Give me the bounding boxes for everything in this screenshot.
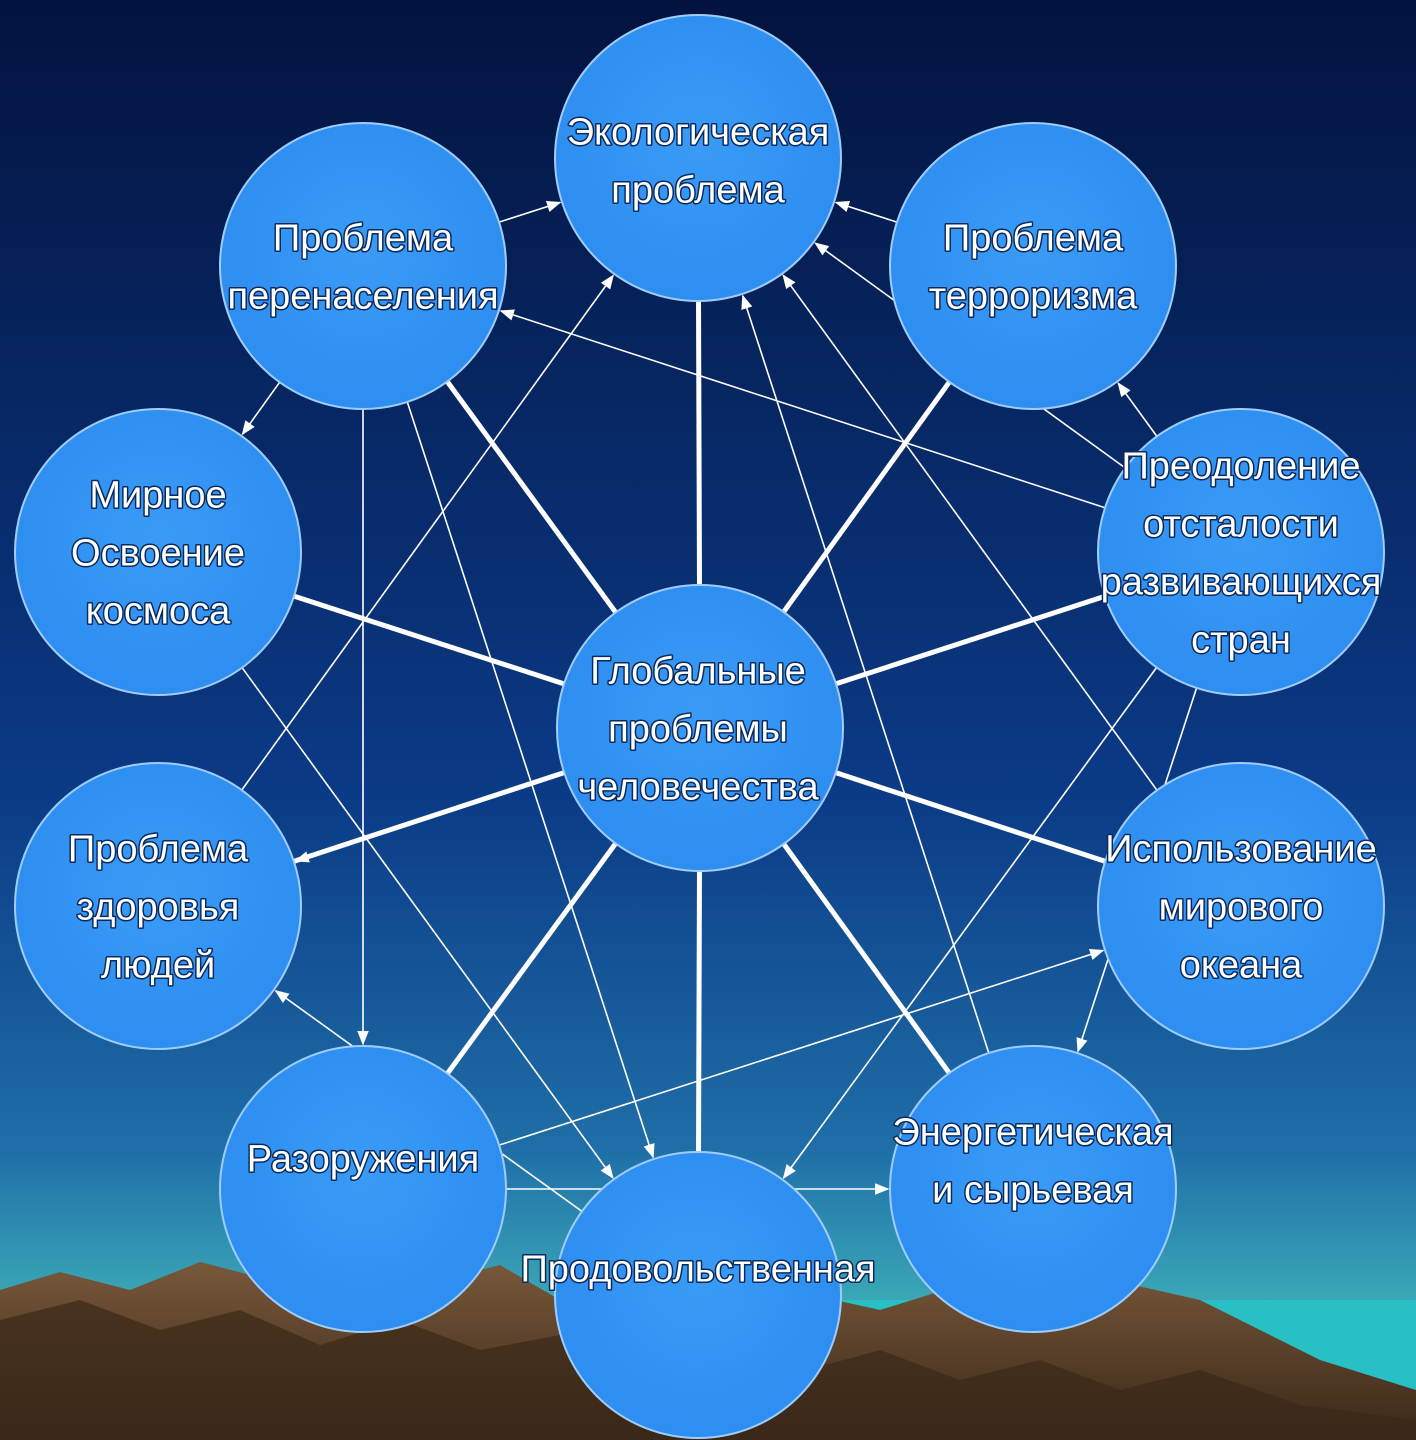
node-health-line: Проблема	[68, 828, 249, 870]
node-space-line: Освоение	[71, 532, 245, 574]
spoke-center-to-energy	[779, 839, 954, 1078]
node-circle-ocean	[1097, 762, 1385, 1050]
node-space-line: космоса	[86, 590, 231, 632]
node-label-terror: Проблема терроризма	[929, 217, 1138, 317]
node-label-health: Проблема здоровья людей	[68, 828, 249, 986]
node-food-line: Продовольственная	[520, 1248, 875, 1290]
node-space-line: Мирное	[89, 474, 226, 516]
link-arrow-overpop-to-ecology	[498, 200, 562, 223]
link-arrow-develop-to-terror	[1117, 382, 1158, 437]
node-circle-overpop	[219, 122, 507, 410]
center-line: человечества	[577, 766, 819, 808]
spoke-center-to-disarm	[442, 838, 621, 1079]
node-label-develop: Преодоление отсталости развивающихся стран	[1101, 445, 1382, 661]
node-circle-space	[14, 408, 302, 696]
node-terror-line: Проблема	[943, 217, 1124, 259]
link-arrow-disarm-to-ocean	[498, 948, 1105, 1146]
node-label-energy: Энергетическая и сырьевая	[892, 1111, 1173, 1211]
link-arrow-terror-to-ecology	[834, 200, 898, 223]
node-circle-ecology	[554, 14, 842, 302]
center-label: Глобальные проблемы человечества	[577, 650, 819, 808]
spoke-center-to-develop	[831, 592, 1110, 688]
node-terror-line: терроризма	[929, 275, 1138, 317]
node-ocean-line: Использование	[1105, 828, 1377, 870]
node-disarm-line: Разоружения	[247, 1138, 479, 1180]
node-health-line: здоровья	[77, 886, 240, 928]
spoke-center-to-health	[289, 769, 569, 865]
center-line: Глобальные	[590, 650, 806, 692]
node-energy-line: Энергетическая	[892, 1111, 1173, 1153]
spoke-center-to-terror	[779, 377, 954, 617]
node-circle-terror	[889, 122, 1177, 410]
center-line: проблемы	[608, 708, 788, 750]
node-label-ocean: Использование мирового океана	[1105, 828, 1377, 986]
spoke-center-to-overpop	[442, 376, 621, 618]
link-arrow-overpop-to-space	[241, 381, 281, 436]
node-ecology-line: Экологическая	[567, 111, 830, 153]
spoke-center-to-space	[289, 592, 569, 688]
node-ecology-line: проблема	[611, 169, 785, 211]
node-energy-line: и сырьевая	[932, 1169, 1134, 1211]
node-health-line: людей	[101, 944, 215, 986]
spoke-center-to-food	[696, 866, 702, 1157]
node-overpop-line: перенаселения	[227, 275, 498, 317]
node-circle-health	[14, 762, 302, 1050]
node-label-overpop: Проблема перенаселения	[227, 217, 498, 317]
link-arrow-health-to-ecology	[241, 274, 614, 791]
spoke-center-to-ecology	[696, 296, 702, 590]
node-circle-food	[554, 1151, 842, 1439]
node-circle-develop	[1097, 408, 1385, 696]
spoke-center-to-ocean	[831, 769, 1110, 865]
node-circle-disarm	[219, 1045, 507, 1333]
link-arrow-develop-to-overpop	[499, 309, 1106, 509]
link-arrow-ocean-to-ecology	[782, 274, 1158, 791]
node-ocean-line: океана	[1180, 944, 1303, 986]
node-develop-line: развивающихся	[1101, 561, 1382, 603]
center-circle	[556, 584, 844, 872]
spokes-layer	[289, 296, 1110, 1157]
node-label-ecology: Экологическая проблема	[567, 111, 830, 211]
link-arrow-develop-to-food	[782, 667, 1158, 1180]
node-circle-energy	[889, 1045, 1177, 1333]
link-arrow-space-to-food	[241, 667, 614, 1179]
node-overpop-line: Проблема	[273, 217, 454, 259]
node-label-food: Продовольственная	[520, 1248, 875, 1290]
node-develop-line: Преодоление	[1121, 445, 1360, 487]
node-develop-line: отсталости	[1143, 503, 1339, 545]
node-ocean-line: мирового	[1159, 886, 1324, 928]
node-label-disarm: Разоружения	[247, 1138, 479, 1180]
circles-layer	[14, 14, 1385, 1439]
link-arrow-overpop-to-food	[406, 401, 655, 1159]
node-develop-line: стран	[1191, 619, 1291, 661]
